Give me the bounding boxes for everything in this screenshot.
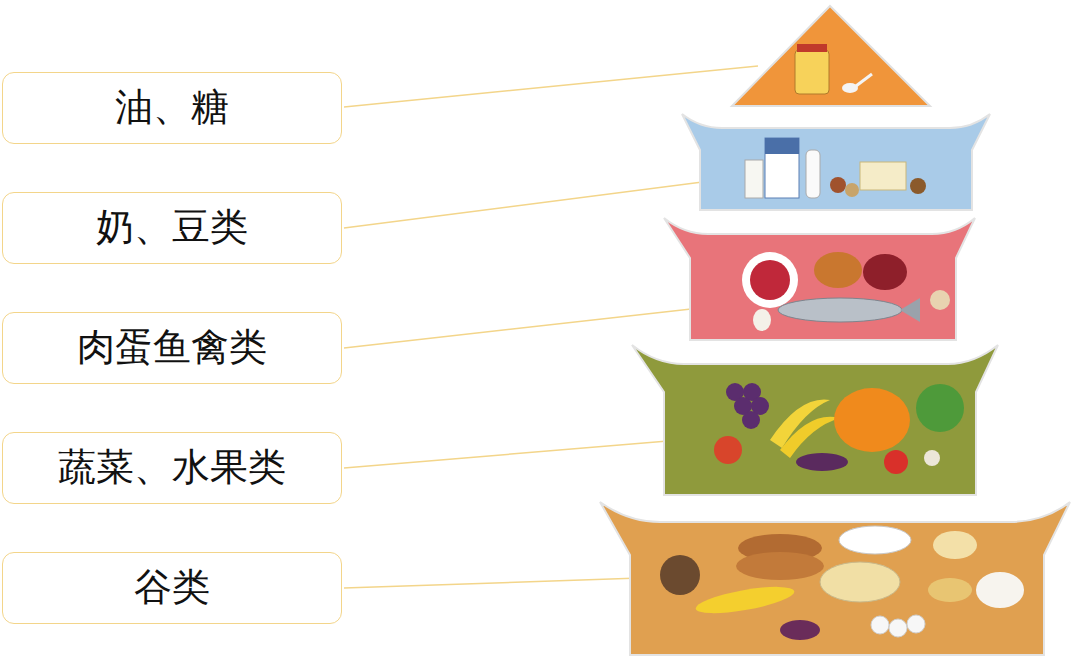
pyramid-tier [632, 345, 998, 495]
milk-bottle [806, 150, 820, 198]
label-text: 蔬菜、水果类 [58, 445, 286, 491]
leader-line [344, 578, 640, 588]
bean [910, 178, 926, 194]
pyramid-tier [664, 218, 975, 340]
dumplings [871, 615, 925, 637]
fish [778, 298, 902, 322]
coconut [660, 555, 700, 595]
drumstick [814, 252, 862, 288]
pyramid-tier [682, 114, 990, 210]
pumpkin [834, 388, 910, 452]
spoon-handle [856, 74, 872, 86]
sweet-potato [780, 620, 820, 640]
fish-tail [900, 298, 920, 322]
leader-line [344, 180, 718, 228]
label-text: 油、糖 [115, 85, 229, 131]
label-text: 肉蛋鱼禽类 [77, 325, 267, 371]
corn [694, 581, 796, 618]
milk-glass [745, 160, 763, 198]
eggplant [796, 453, 848, 471]
label-box: 谷类 [2, 552, 342, 624]
leader-line [344, 308, 700, 348]
mushroom [924, 450, 940, 466]
tofu [860, 162, 906, 190]
jar-lid [797, 44, 827, 52]
shrimp [930, 290, 950, 310]
label-box: 肉蛋鱼禽类 [2, 312, 342, 384]
label-box: 奶、豆类 [2, 192, 342, 264]
bun [933, 531, 977, 559]
orange [714, 436, 742, 464]
grapes [726, 383, 769, 429]
label-box: 蔬菜、水果类 [2, 432, 342, 504]
cabbage [916, 384, 964, 432]
banana [780, 417, 840, 458]
oil-jar [795, 50, 829, 94]
plate [742, 252, 798, 308]
bean [845, 183, 859, 197]
bean [830, 177, 846, 193]
meat [750, 260, 790, 300]
carton-top [765, 138, 799, 154]
label-box: 油、糖 [2, 72, 342, 144]
pancake [736, 552, 824, 580]
porridge [820, 562, 900, 602]
rice-bowl [839, 526, 911, 554]
tomato [884, 450, 908, 474]
leader-line [344, 66, 758, 107]
mantou [976, 572, 1024, 608]
pyramid-tier [600, 502, 1070, 655]
leader-line [344, 440, 680, 468]
egg [753, 309, 771, 331]
pyramid-top [732, 6, 930, 106]
bowl [928, 578, 972, 602]
label-text: 奶、豆类 [96, 205, 248, 251]
milk-carton [765, 138, 799, 198]
liver [863, 254, 907, 290]
label-text: 谷类 [134, 565, 210, 611]
